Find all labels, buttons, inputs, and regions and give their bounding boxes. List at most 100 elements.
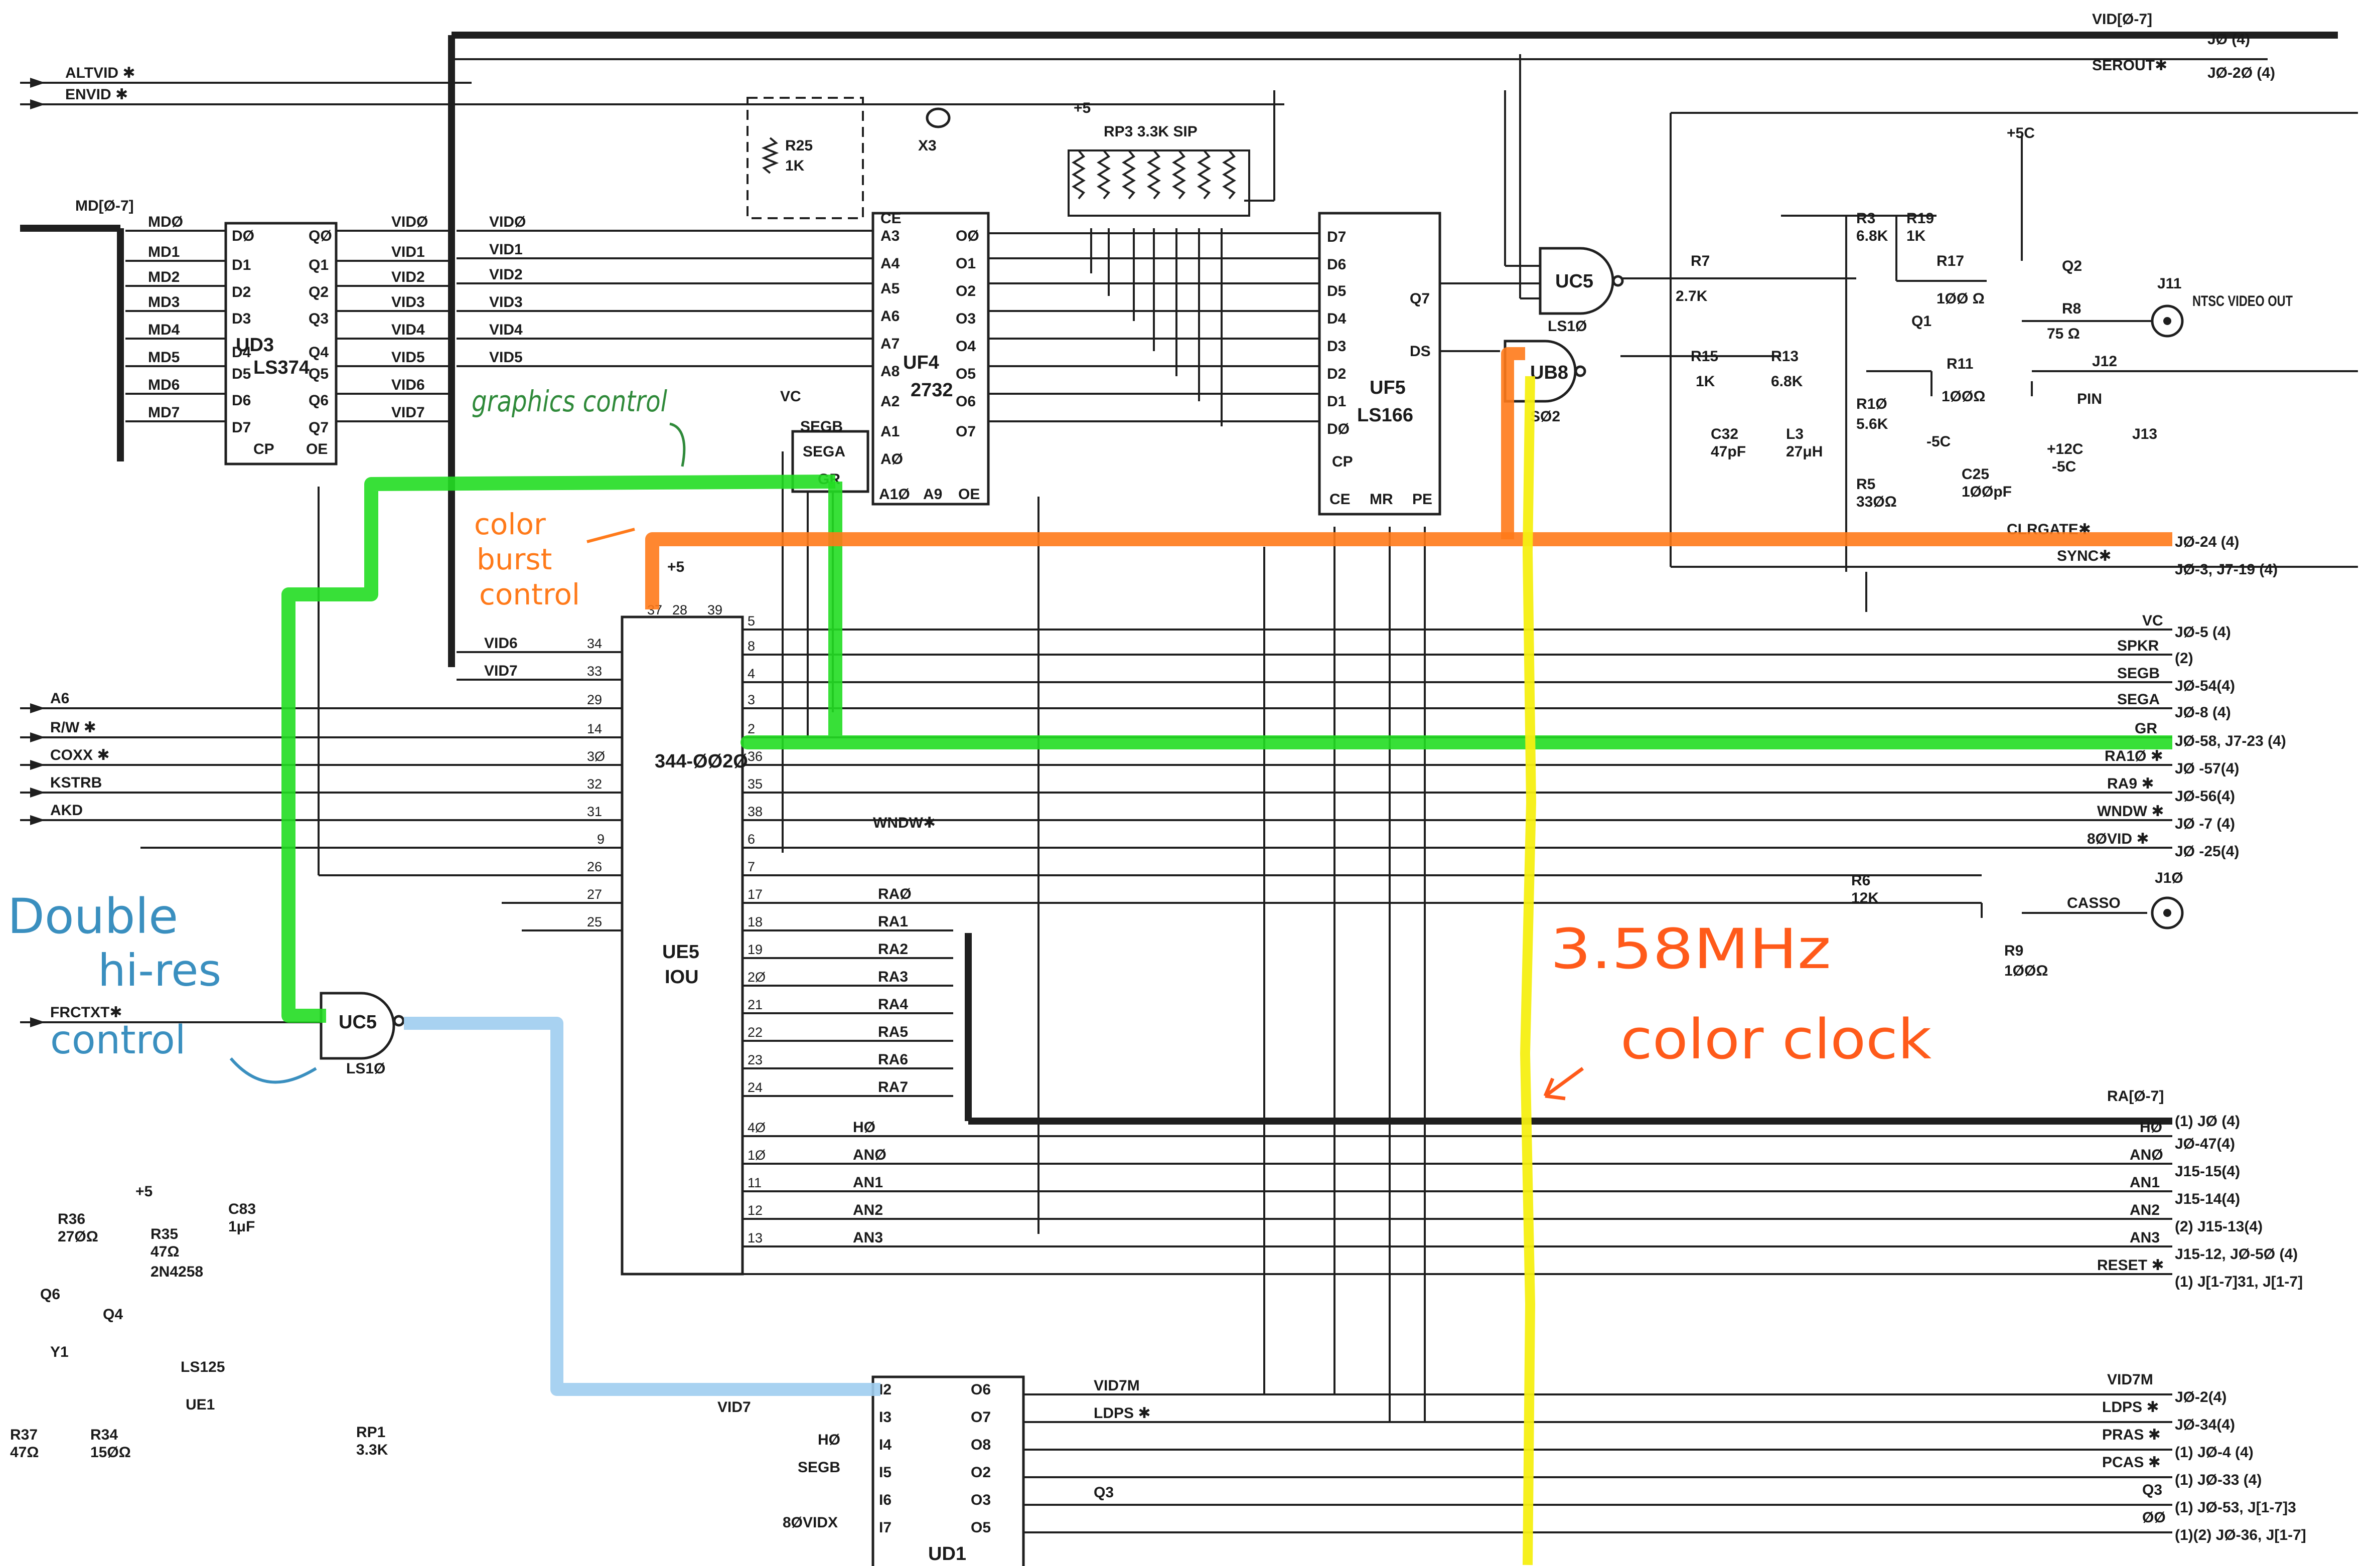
comp-c25: C25: [1962, 466, 1989, 483]
conn-dest-16: J15-14(4): [2175, 1191, 2240, 1207]
conn-sig-11: WNDW ✱: [2097, 803, 2164, 820]
conn-sig-7: SEGA: [2117, 691, 2160, 708]
comp-r37: R37: [10, 1427, 38, 1443]
comp-c32-val: 47pF: [1711, 443, 1746, 460]
annotation-graphics: graphics control: [472, 384, 686, 467]
ue5-pin-l4: 3Ø: [587, 749, 605, 764]
ue5-top-pin-39: 39: [707, 602, 722, 617]
conn-dest-1: JØ-2Ø (4): [2207, 65, 2275, 81]
comp-r10: R1Ø: [1856, 396, 1887, 412]
annotation-color-clock: 3.58MHz color clock: [1543, 917, 1931, 1101]
annotation-clock-arrow: [1543, 1067, 1584, 1101]
ud3-pin-d3: D3: [232, 310, 251, 327]
conn-sig-23: PCAS ✱: [2102, 1454, 2161, 1471]
ud3-pin-oe: OE: [306, 441, 328, 457]
md6-label: MD6: [148, 377, 180, 393]
ue5-pin-r15: 22: [748, 1025, 763, 1040]
comp-r34-val: 15ØΩ: [90, 1444, 131, 1461]
ud1-in-h0: HØ: [818, 1432, 840, 1448]
comp-r19: R19: [1906, 210, 1934, 227]
blue-trace-dhires: [404, 1017, 880, 1396]
conn-dest-8: JØ-58, J7-23 (4): [2175, 733, 2286, 749]
uf4-pin-o2: O2: [956, 283, 976, 299]
ud1-pin-o5: O5: [971, 1519, 991, 1536]
conn-sig-10: RA9 ✱: [2107, 775, 2154, 792]
ud1-name: UD1: [928, 1543, 966, 1564]
ue5-pin-l2: 29: [587, 692, 602, 707]
conn-dest-5: (2): [2175, 650, 2193, 667]
conn-sig-17: AN2: [2130, 1202, 2160, 1218]
uf4-pin-oe: OE: [958, 486, 980, 503]
conn-dest-22: (1) JØ-4 (4): [2175, 1444, 2254, 1461]
ud1-pin-i6: I6: [879, 1492, 891, 1508]
ud3-pin-d7: D7: [232, 419, 251, 436]
ud1-in-vid7: VID7: [717, 1399, 751, 1416]
vid2-out-label: VID2: [391, 269, 425, 285]
ud1-pin-o2: O2: [971, 1464, 991, 1481]
uf5-pin-d1: D1: [1327, 393, 1346, 410]
ud1-pin-o3: O3: [971, 1492, 991, 1508]
comp-q1: Q1: [1911, 313, 1931, 330]
ue5-top-pin-28: 28: [672, 602, 687, 617]
uf4-pin-a9: A9: [923, 486, 942, 503]
annotation-burst-line1: color: [474, 507, 546, 541]
vid4-in-label: VID4: [489, 322, 523, 338]
comp-r19-val: 1K: [1906, 228, 1926, 244]
comp-r37-val: 47Ω: [10, 1444, 39, 1461]
uf4-pin-o6: O6: [956, 393, 976, 410]
md2-label: MD2: [148, 269, 180, 285]
j11-name: J11: [2157, 275, 2181, 292]
ud3-pin-d6: D6: [232, 392, 251, 409]
uf4-pin-o0: OØ: [956, 228, 979, 244]
comp-rp1: RP1: [356, 1424, 385, 1441]
comp-r6-val: 12K: [1851, 890, 1879, 906]
conn-dest-12: JØ -25(4): [2175, 843, 2239, 860]
ud1-pin-o7: O7: [971, 1409, 991, 1426]
comp-r3-val: 6.8K: [1856, 228, 1888, 244]
uf4-pin-a8: A8: [880, 363, 900, 380]
chip-ue5: 344-ØØ2Ø UE5 IOU VID6 VID7 37 28 39: [484, 602, 748, 1276]
conn-dest-14: JØ-47(4): [2175, 1136, 2235, 1152]
ue5-pin-r20: 11: [748, 1175, 762, 1190]
ud1-out-ldps: LDPS ✱: [1094, 1405, 1150, 1422]
comp-r6: R6: [1851, 872, 1870, 889]
conn-dest-21: JØ-34(4): [2175, 1417, 2235, 1433]
conn-sig-13: RA[Ø-7]: [2107, 1088, 2164, 1105]
ue5-pin-r16: 23: [748, 1052, 763, 1067]
vid2-in-label: VID2: [489, 266, 523, 283]
sig-ra1: RA1: [878, 913, 908, 930]
uf5-pin-d7: D7: [1327, 229, 1346, 245]
ue5-vid6-label: VID6: [484, 635, 518, 652]
comp-ue1: UE1: [186, 1396, 215, 1413]
comp-rp1-val: 3.3K: [356, 1442, 388, 1458]
annotation-burst-line2: burst: [477, 542, 552, 576]
conn-sig-9: RA1Ø ✱: [2105, 748, 2163, 764]
ue5-pin-r4: 2: [748, 721, 755, 736]
comp-l3: L3: [1786, 426, 1804, 442]
uf4-segb-label: SEGB: [800, 418, 843, 435]
conn-sig-3: SYNC✱: [2057, 548, 2112, 564]
comp-c83-val: 1μF: [228, 1218, 255, 1235]
uf4-pin-a5: A5: [880, 280, 900, 297]
ue5-pin-r21: 12: [748, 1203, 763, 1218]
input-coxx: COXX ✱: [50, 747, 110, 763]
yellow-trace-clock: [1520, 376, 1537, 1565]
comp-r13-val: 6.8K: [1771, 373, 1803, 390]
comp-r7-val: 2.7K: [1676, 288, 1708, 304]
ue5-pin-r13: 2Ø: [748, 970, 766, 985]
comp-r17-val: 1ØØ Ω: [1937, 290, 1985, 307]
conn-dest-25: (1)(2) JØ-36, J[1-7]: [2175, 1527, 2306, 1543]
ue5-pin-r17: 24: [748, 1080, 763, 1095]
uf5-pin-cp: CP: [1332, 453, 1353, 470]
uf4-pin-a4: A4: [880, 255, 900, 272]
uf4-pin-a0: AØ: [880, 451, 903, 467]
conn-sig-4: VC: [2142, 612, 2163, 629]
green-trace-top: [281, 475, 836, 1023]
ue5-pin-r18: 4Ø: [748, 1120, 766, 1135]
conn-sig-16: AN1: [2130, 1174, 2160, 1191]
annotation-dhires-line3: control: [50, 1018, 186, 1063]
md3-label: MD3: [148, 294, 180, 310]
comp-r17: R17: [1937, 253, 1964, 269]
vid4-out-label: VID4: [391, 322, 425, 338]
ue5-pin-r0: 5: [748, 613, 755, 629]
